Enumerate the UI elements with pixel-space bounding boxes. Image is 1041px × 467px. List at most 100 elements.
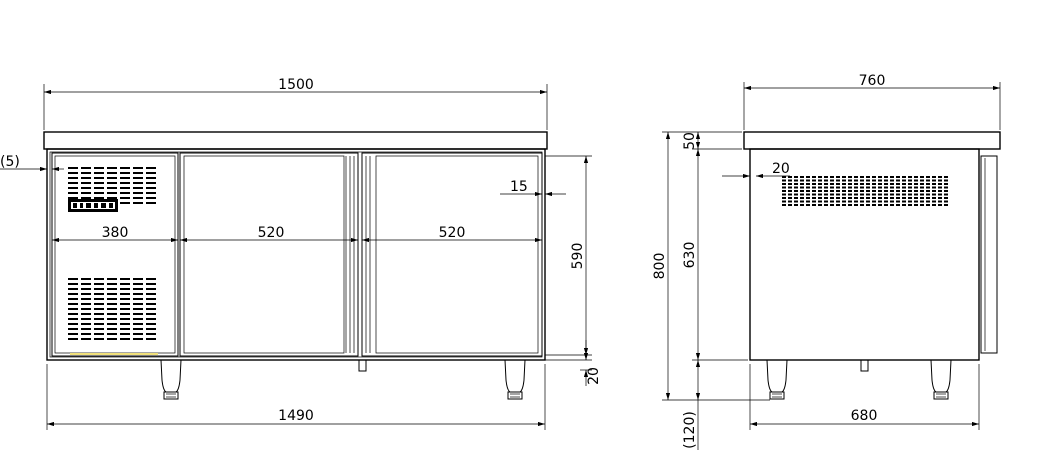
vent-slot [818,186,822,189]
vent-slot [94,278,104,280]
vent-slot [782,183,786,185]
vent-slot [830,197,834,199]
vent-slot [854,197,858,199]
vent-slot [120,308,130,310]
vent-slot [842,193,846,196]
vent-slot [920,204,924,206]
vent-slot [854,200,858,203]
dim-compartment-width: 380 [102,225,129,241]
vent-slot [842,200,846,203]
vent-slot [800,204,804,206]
vent-slot [68,313,78,315]
vent-slot [914,176,918,178]
vent-slot [94,323,104,325]
vent-slot [926,200,930,203]
vent-slot [107,288,117,290]
vent-slot [81,192,91,194]
vent-slot [68,182,78,184]
vent-slot [107,283,117,285]
vent-slot [944,193,948,196]
dim-gap: 15 [510,179,528,195]
vent-slot [836,186,840,189]
vent-slot [800,197,804,199]
vent-slot [794,186,798,189]
vent-slot [878,183,882,185]
vent-slot [107,333,117,335]
vent-slot [81,313,91,315]
vent-slot [94,167,104,169]
vent-slot [133,318,143,320]
vent-slot [68,293,78,295]
vent-slot [94,333,104,335]
dim-inset: 20 [772,161,790,177]
vent-slot [914,204,918,206]
vent-slot [94,172,104,174]
vent-slot [902,193,906,196]
vent-slot [107,187,117,189]
compressor-panel [51,152,179,357]
vent-slot [146,338,156,340]
vent-slot [81,333,91,335]
vent-slot [878,190,882,192]
vent-slot [920,176,924,178]
vent-slot [890,193,894,196]
vent-slot [842,204,846,206]
vent-slot [824,179,828,182]
side-door-profile [980,155,998,354]
vent-slot [800,176,804,178]
vent-slot [68,298,78,300]
vent-slot [926,197,930,199]
vent-slot [806,179,810,182]
vent-slot [884,197,888,199]
vent-slot [107,303,117,305]
vent-slot [68,328,78,330]
vent-slot [782,190,786,192]
vent-slot [133,338,143,340]
vent-slot [890,186,894,189]
vent-slot [800,179,804,182]
vent-slot [120,197,130,199]
cabinet-body [46,148,546,361]
vent-slot [884,204,888,206]
vent-slot [938,204,942,206]
vent-slot [94,187,104,189]
vent-slot [866,186,870,189]
vent-slot [133,298,143,300]
vent-slot [146,323,156,325]
vent-slot [830,183,834,185]
vent-slot [133,308,143,310]
vent-slot [812,176,816,178]
vent-slot [806,204,810,206]
vent-slot [94,182,104,184]
vent-slot [872,186,876,189]
vent-slot [860,190,864,192]
dim-inner-height: 630 [682,242,698,269]
vent-slot [133,167,143,169]
vent-slot [120,182,130,184]
vent-slot [824,200,828,203]
vent-slot [81,293,91,295]
vent-slot [133,172,143,174]
vent-slot [812,183,816,185]
vent-slot [120,313,130,315]
dim-body-depth: 680 [851,408,878,424]
vent-slot [120,318,130,320]
vent-slot [848,204,852,206]
vent-slot [806,193,810,196]
vent-slot [896,197,900,199]
vent-slot [872,176,876,178]
vent-slot [107,313,117,315]
vent-slot [812,204,816,206]
vent-slot [914,183,918,185]
vent-slot [94,197,104,199]
vent-slot [120,293,130,295]
vent-slot [890,179,894,182]
vent-slot [932,186,936,189]
vent-slot [902,200,906,203]
vent-slot [133,202,143,204]
vent-slot [68,323,78,325]
vent-slot [68,303,78,305]
vent-slot [824,183,828,185]
vent-slot [920,183,924,185]
foot-right [504,359,526,400]
